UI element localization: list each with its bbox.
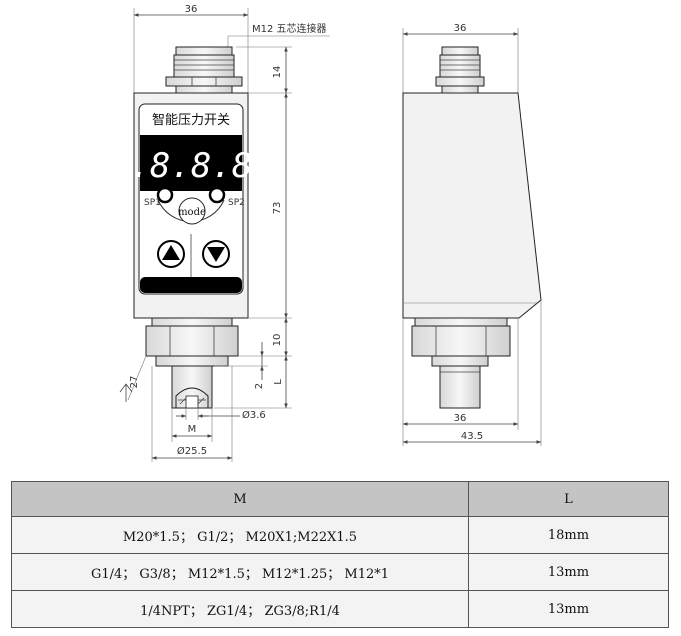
dim-wrench: 27 [119, 355, 147, 402]
dim-14-label: 14 [272, 66, 283, 79]
sp1-indicator [156, 186, 174, 204]
table-row: M20*1.5； G1/2； M20X1;M22X1.5 18mm [11, 516, 669, 554]
sp1-label: SP1 [144, 198, 161, 208]
header-l: L [468, 481, 669, 517]
side-dim-overall-label: 43.5 [461, 431, 483, 442]
header-m: M [11, 481, 469, 517]
m12-connector [165, 46, 243, 95]
side-dim-top-label: 36 [454, 23, 467, 34]
mode-label: mode [178, 207, 206, 218]
triangle-down-icon [207, 247, 225, 262]
table-row: G1/4； G3/8； M12*1.5； M12*1.25； M12*1 13m… [11, 553, 669, 591]
sp2-label: SP2 [228, 198, 245, 208]
dim-27-label: 27 [129, 376, 140, 389]
cell-m: G1/4； G3/8； M12*1.5； M12*1.25； M12*1 [11, 553, 469, 591]
cell-l: 18mm [468, 516, 669, 554]
panel-title: 智能压力开关 [152, 113, 230, 128]
dim-2-label: 2 [254, 383, 265, 389]
front-view: 36 M12 五芯连接器 智能压力开关 8.8.8.8. [109, 4, 330, 462]
dim-10-label: 10 [272, 334, 283, 347]
spec-table: M L M20*1.5； G1/2； M20X1;M22X1.5 18mm G1… [11, 481, 669, 628]
side-body [402, 92, 542, 319]
front-panel: 智能压力开关 8.8.8.8. SP1 SP2 mode [109, 103, 273, 295]
side-connector [435, 46, 485, 94]
cell-l: 13mm [468, 553, 669, 591]
connector-note: M12 五芯连接器 [227, 22, 330, 48]
dim-m-label: M [188, 424, 197, 435]
dim-bore: Ø3.6 [176, 408, 266, 421]
cell-m: M20*1.5； G1/2； M20X1;M22X1.5 [11, 516, 469, 554]
dim-base-dia: Ø25.5 [151, 366, 233, 462]
side-view: 36 [402, 23, 542, 446]
dim-width-label: 36 [185, 4, 198, 15]
dim-thread-m: M [171, 408, 213, 442]
mode-button[interactable] [178, 197, 206, 225]
cell-m: 1/4NPT； ZG1/4； ZG3/8;R1/4 [11, 590, 469, 628]
panel-bottom-band [140, 277, 242, 293]
technical-drawing: 36 M12 五芯连接器 智能压力开关 8.8.8.8. [109, 4, 542, 462]
side-port [411, 317, 511, 409]
down-button[interactable] [202, 240, 230, 268]
up-button[interactable] [157, 240, 185, 268]
display-digits: 8.8.8.8. [109, 146, 273, 186]
dim-base-label: Ø25.5 [177, 445, 207, 457]
dim-side-bottom: 36 43.5 [402, 300, 542, 446]
cell-l: 13mm [468, 590, 669, 628]
table-row: 1/4NPT； ZG1/4； ZG3/8;R1/4 13mm [11, 590, 669, 628]
table-header-row: M L [11, 481, 669, 517]
dim-front-heights: 14 73 10 2 L [214, 46, 292, 409]
sp2-indicator [208, 186, 226, 204]
dim-L-label: L [273, 379, 284, 385]
side-dim-bottom-label: 36 [454, 413, 467, 424]
connector-note-label: M12 五芯连接器 [252, 22, 327, 35]
dim-side-top: 36 [402, 23, 519, 93]
dim-73-label: 73 [272, 202, 283, 215]
pressure-port [145, 317, 239, 409]
triangle-up-icon [162, 245, 180, 260]
led-display [140, 135, 242, 191]
dim-bore-label: Ø3.6 [242, 409, 266, 421]
